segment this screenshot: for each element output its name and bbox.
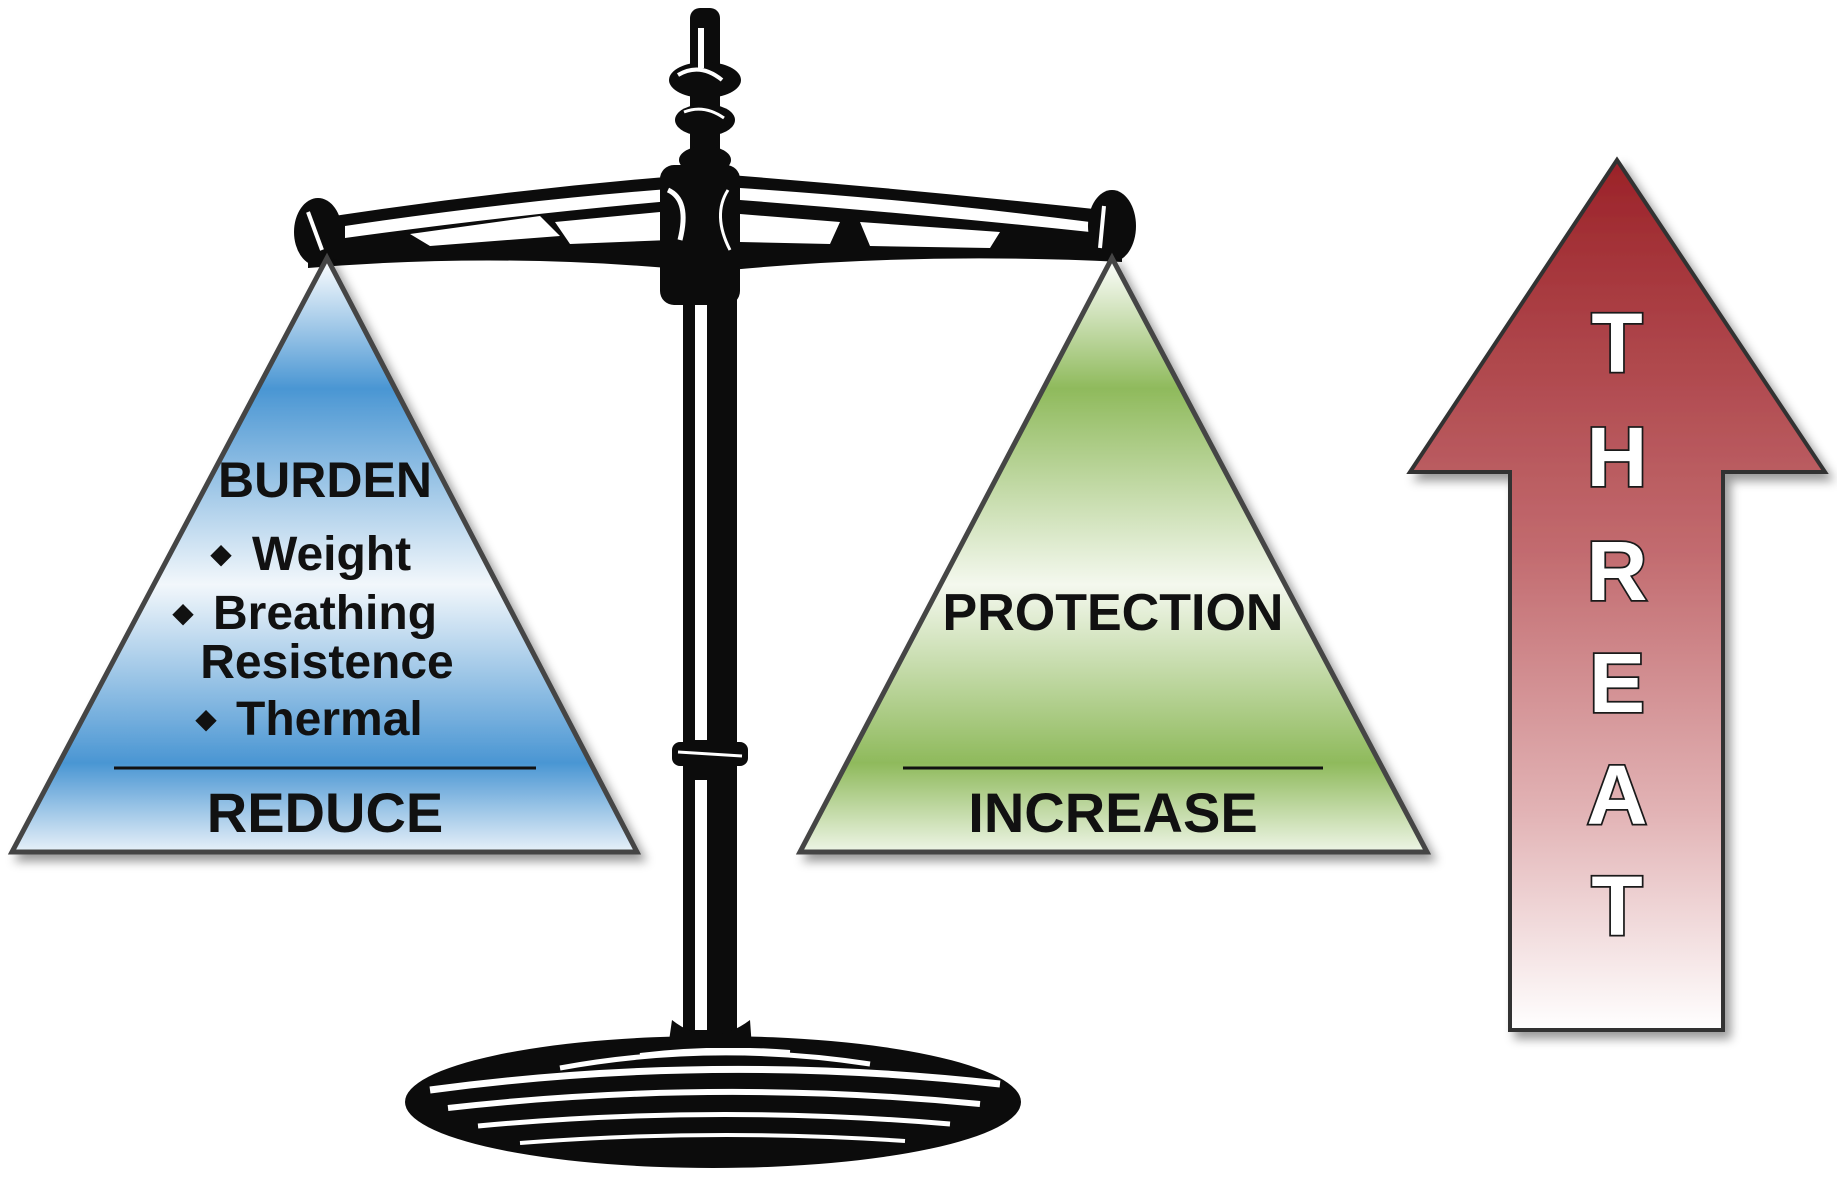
left-pan: BURDEN ◆ Weight ◆ Breathing Resistence ◆… — [7, 252, 642, 855]
threat-letter-3: R — [1587, 524, 1648, 618]
threat-letter-2: H — [1587, 410, 1648, 504]
item-label-continuation: Resistence — [200, 636, 453, 689]
scale-beam — [294, 165, 1136, 305]
threat-arrow: T H R E A T — [1406, 156, 1829, 1032]
threat-letter-5: A — [1587, 748, 1648, 842]
item-label: Breathing — [213, 587, 437, 640]
increase-label: INCREASE — [968, 781, 1257, 844]
right-pan-triangle — [795, 252, 1432, 855]
up-arrow-icon — [1406, 156, 1829, 1032]
protection-heading: PROTECTION — [943, 584, 1284, 642]
threat-letter-6: T — [1591, 859, 1642, 953]
bullet-item-weight: ◆ Weight — [210, 528, 411, 581]
scale-finial — [669, 8, 741, 198]
burden-heading: BURDEN — [218, 452, 432, 508]
threat-letter-1: T — [1591, 296, 1642, 390]
bullet-icon: ◆ — [172, 597, 194, 628]
item-label: Thermal — [236, 693, 423, 746]
threat-letter-4: E — [1589, 636, 1645, 730]
item-label: Weight — [252, 528, 411, 581]
left-pan-triangle — [7, 252, 642, 855]
bullet-icon: ◆ — [210, 538, 232, 569]
right-pan: PROTECTION INCREASE — [795, 252, 1432, 855]
bullet-item-thermal: ◆ Thermal — [195, 693, 423, 746]
bullet-icon: ◆ — [195, 703, 217, 734]
scale-base — [405, 1036, 1021, 1168]
scale-pillar — [668, 272, 752, 1048]
bullet-item-breathing: ◆ Breathing — [172, 587, 437, 640]
reduce-label: REDUCE — [207, 781, 443, 844]
balance-scale-icon — [294, 8, 1136, 1168]
